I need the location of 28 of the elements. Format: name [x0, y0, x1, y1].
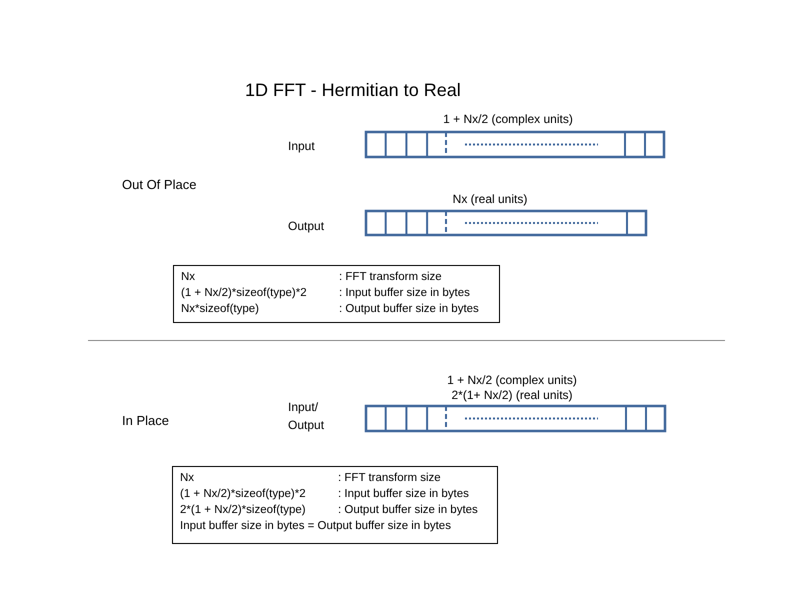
buffer-bar [365, 131, 665, 158]
description-text: : Output buffer size in bytes [338, 504, 478, 517]
formula-text: (1 + Nx/2)*sizeof(type)*2 [181, 287, 307, 300]
formula-text: Nx [180, 472, 194, 485]
legend-box [173, 265, 500, 323]
description-text: : FFT transform size [338, 472, 441, 485]
diagram-title: 1D FFT - Hermitian to Real [245, 80, 461, 100]
description-text: : Output buffer size in bytes [339, 303, 479, 316]
formula-text: Nx*sizeof(type) [181, 303, 259, 316]
formula-text: Input buffer size in bytes = Output buffer size in bytes [180, 520, 451, 533]
size-label: 1 + Nx/2 (complex units) [443, 112, 573, 126]
description-text: : FFT transform size [339, 271, 442, 284]
section-label: In Place [122, 414, 169, 428]
formula-text: Nx [181, 271, 196, 284]
description-text: : Input buffer size in bytes [338, 488, 469, 501]
size-label: 2*(1+ Nx/2) (real units) [451, 388, 573, 402]
size-label: 1 + Nx/2 (complex units) [447, 373, 577, 387]
buffer-bar [365, 405, 666, 432]
buffer-bar [365, 210, 647, 236]
buffer-label: Input [288, 139, 315, 153]
buffer-label: Input/ Output [288, 399, 326, 434]
formula-text: 2*(1 + Nx/2)*sizeof(type) [180, 504, 306, 517]
description-text: : Input buffer size in bytes [339, 287, 470, 300]
buffer-label: Output [288, 219, 324, 233]
size-label: Nx (real units) [452, 192, 528, 206]
section-label: Out Of Place [122, 178, 196, 192]
formula-text: (1 + Nx/2)*sizeof(type)*2 [180, 488, 306, 501]
legend-box [172, 466, 498, 544]
